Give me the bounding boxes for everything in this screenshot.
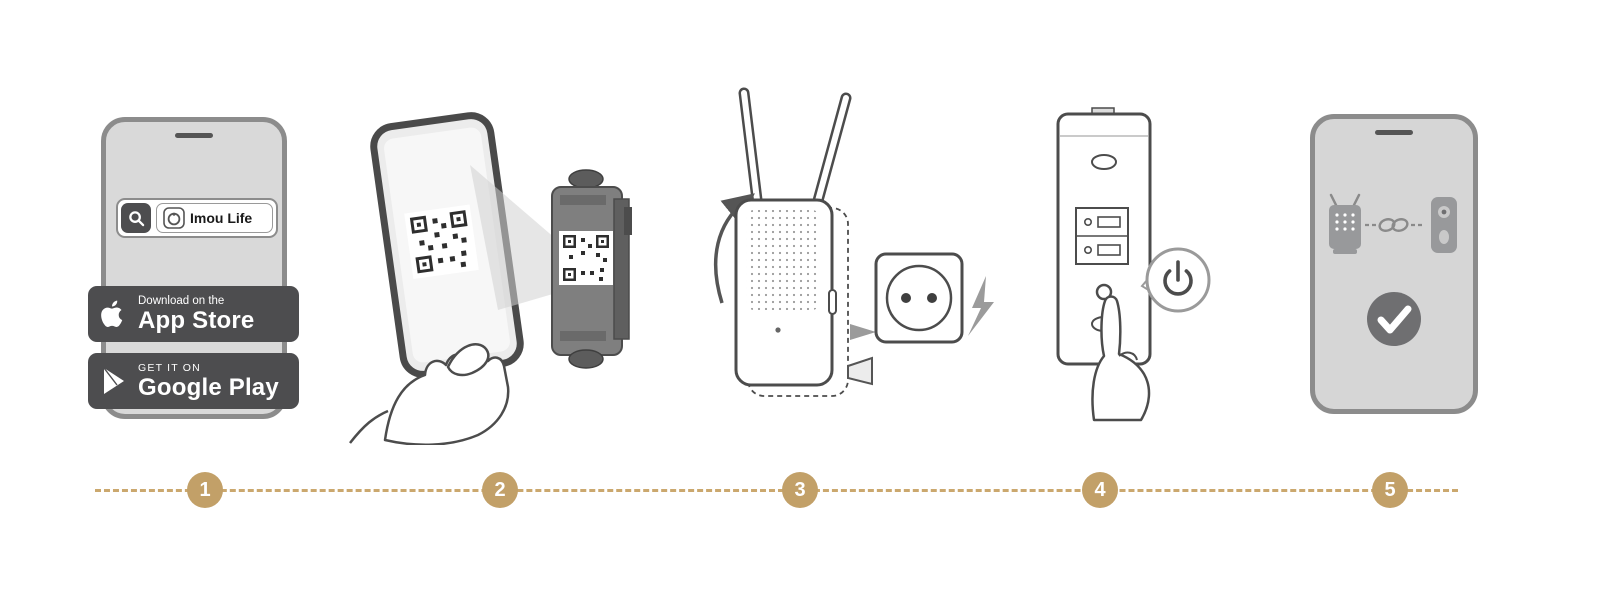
phone-speaker xyxy=(175,133,213,138)
step-number-4: 4 xyxy=(1082,472,1118,508)
app-name-label: Imou Life xyxy=(190,210,253,226)
qr-code-on-device xyxy=(559,231,613,285)
step-2-scan-qr xyxy=(349,112,632,445)
link-icon xyxy=(1378,218,1409,232)
step-5-success xyxy=(1308,112,1484,418)
mount-hole-top xyxy=(1091,154,1117,170)
hand-holding-phone xyxy=(349,343,510,445)
antennas xyxy=(738,87,852,214)
plug-prongs xyxy=(847,356,873,386)
step-5-label: 5 xyxy=(1384,478,1396,501)
app-store-tagline: Download on the xyxy=(138,294,225,307)
power-socket xyxy=(874,252,964,344)
step-number-1: 1 xyxy=(187,472,223,508)
step-4-power-on xyxy=(1056,107,1211,422)
check-icon xyxy=(1367,292,1421,346)
step-number-3: 3 xyxy=(782,472,818,508)
app-store-badge[interactable]: Download on the App Store xyxy=(88,286,299,342)
range-extender xyxy=(734,198,837,387)
step-timeline xyxy=(95,489,1458,492)
search-icon xyxy=(121,203,151,233)
step-4-label: 4 xyxy=(1094,478,1106,501)
scan-beam xyxy=(470,165,563,310)
app-store-name: App Store xyxy=(138,307,255,335)
imou-app-icon xyxy=(163,207,185,229)
lightning-icon xyxy=(968,276,994,336)
step-2-label: 2 xyxy=(494,478,506,501)
insert-arrow xyxy=(850,324,876,340)
doorbell-icon xyxy=(1431,197,1457,253)
step-1-download-app: Imou Life Download on the App Store GET … xyxy=(86,112,302,419)
power-callout xyxy=(1140,247,1211,313)
step-3-plug-in xyxy=(713,87,994,397)
thumb xyxy=(446,343,490,377)
app-result-pill: Imou Life xyxy=(156,203,273,233)
step-3-label: 3 xyxy=(794,478,806,501)
extender-icon xyxy=(1329,193,1361,254)
led-indicator xyxy=(775,327,781,333)
qr-code-on-phone xyxy=(404,204,479,280)
step-number-2: 2 xyxy=(482,472,518,508)
google-play-badge[interactable]: GET IT ON Google Play xyxy=(88,353,299,409)
pairing-graphic xyxy=(1329,193,1457,346)
google-play-tagline: GET IT ON xyxy=(138,362,201,375)
speaker-dots xyxy=(746,210,820,310)
doorbell-back-panel xyxy=(1056,107,1152,366)
side-button xyxy=(828,289,837,315)
step-number-5: 5 xyxy=(1372,472,1408,508)
terminal-block xyxy=(1075,207,1129,265)
apple-icon xyxy=(101,300,123,327)
power-icon xyxy=(1163,260,1193,296)
step-1-label: 1 xyxy=(199,478,211,501)
search-input[interactable]: Imou Life xyxy=(116,198,278,238)
power-button[interactable] xyxy=(1095,283,1113,301)
mount-knob-bottom xyxy=(568,349,604,369)
phone-speaker xyxy=(1375,130,1413,135)
google-play-name: Google Play xyxy=(138,373,279,401)
google-play-icon xyxy=(103,367,124,394)
pressing-finger xyxy=(1091,295,1151,422)
chime-device xyxy=(551,169,632,369)
phone-step5 xyxy=(1310,114,1478,414)
